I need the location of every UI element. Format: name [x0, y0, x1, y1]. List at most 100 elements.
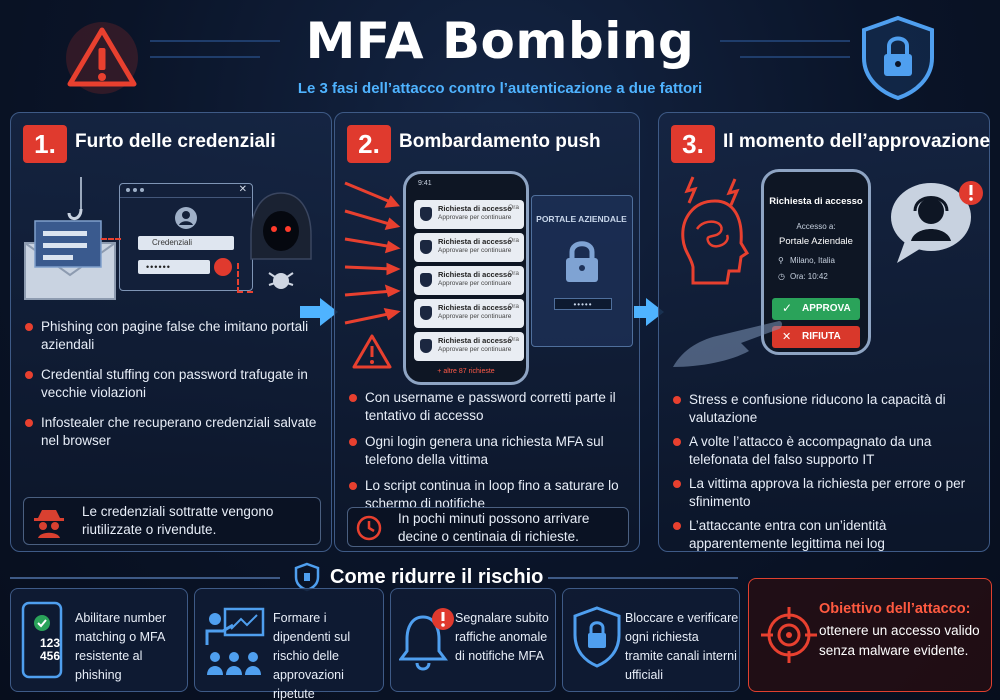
- username-field: Credenziali: [138, 236, 234, 250]
- support-agent-icon: [891, 181, 983, 263]
- phase-number: 2.: [347, 125, 391, 163]
- list-item: La vittima approva la richiesta per erro…: [671, 475, 983, 511]
- circuit-line: [150, 40, 280, 42]
- pointing-hand-icon: [673, 321, 782, 367]
- check-icon: ✓: [782, 301, 793, 315]
- tip-card-number-matching: 123 456 Abilitare number matching o MFA …: [10, 588, 188, 692]
- list-item: Infostealer che recuperano credenziali s…: [23, 414, 323, 450]
- phase-title: Furto delle credenziali: [75, 131, 276, 152]
- shield-icon: [420, 306, 432, 320]
- phone-clock: 9:41: [418, 180, 432, 187]
- phase-number: 1.: [23, 125, 67, 163]
- phone-notifications: 9:41 Richiesta di accesso Approvare per …: [403, 171, 529, 385]
- request-title: Richiesta di accesso: [769, 196, 863, 207]
- bullet-list: Stress e confusione riducono la capacità…: [671, 391, 983, 559]
- warning-icon: [352, 334, 392, 369]
- shield-icon: [420, 339, 432, 353]
- circuit-line: [720, 40, 850, 42]
- mfa-notification: Richiesta di accesso Approvare per conti…: [414, 266, 524, 295]
- user-avatar-icon: [175, 207, 197, 229]
- portal-password-field: •••••: [554, 298, 612, 310]
- fake-login-window: ✕ Credenziali ••••••: [119, 183, 253, 291]
- list-item: Credential stuffing con password trafuga…: [23, 366, 323, 402]
- tip-card-training: Formare i dipendenti sul rischio delle a…: [194, 588, 384, 700]
- dashed-connector: [237, 263, 253, 293]
- location-pin-icon: ⚲: [778, 256, 784, 265]
- list-item: Stress e confusione riducono la capacità…: [671, 391, 983, 427]
- section-title: Come ridurre il rischio: [330, 566, 544, 588]
- training-icon: [205, 607, 265, 675]
- phishing-envelope-icon: [24, 177, 116, 300]
- list-item: Phishing con pagine false che imitano po…: [23, 318, 323, 354]
- stressed-head-icon: [681, 176, 750, 285]
- shield-lock-icon: [862, 15, 934, 101]
- phase-panel-1: 1. Furto delle credenziali ✕ Credenziali…: [10, 112, 332, 552]
- section-divider: [548, 577, 738, 579]
- lock-icon: [566, 241, 598, 282]
- corporate-portal-window: PORTALE AZIENDALE •••••: [531, 195, 633, 347]
- phase-number: 3.: [671, 125, 715, 163]
- list-item: Con username e password corretti parte i…: [347, 389, 633, 425]
- password-field: ••••••: [138, 260, 210, 274]
- location-text: Milano, Italia: [790, 256, 835, 265]
- phase-title: Bombardamento push: [399, 131, 601, 152]
- shield-lock-icon: [573, 606, 621, 668]
- phase-panel-3: 3. Il momento dell’approvazione Richiest…: [658, 112, 990, 552]
- mfa-notification: Richiesta di accesso Approvare per conti…: [414, 233, 524, 262]
- incoming-arrows-icon: [344, 181, 401, 325]
- flow-arrow: [634, 306, 648, 318]
- access-label: Accesso a:: [796, 222, 836, 231]
- tip-text: Bloccare e verificare ogni richiesta tra…: [625, 611, 739, 682]
- spy-icon: [34, 510, 64, 538]
- phase-title: Il momento dell’approvazione: [723, 131, 991, 152]
- x-icon: ✕: [782, 331, 792, 343]
- list-item: L’attaccante entra con un’identità appar…: [671, 517, 983, 553]
- goal-text: ottenere un accesso valido senza malware…: [819, 623, 980, 658]
- tip-text: Abilitare number matching o MFA resisten…: [75, 611, 167, 682]
- bell-alert-icon: [399, 608, 454, 671]
- goal-title: Obiettivo dell’attacco:: [819, 601, 971, 617]
- crosshair-icon: [761, 607, 817, 663]
- hacker-icon: [250, 192, 312, 289]
- dashed-connector: [101, 238, 121, 240]
- tip-card-report: Segnalare subito raffiche anomale di not…: [390, 588, 556, 692]
- portal-title: PORTALE AZIENDALE: [536, 214, 627, 224]
- shield-icon: [420, 207, 432, 221]
- list-item: A volte l’attacco è accompagnato da una …: [671, 433, 983, 469]
- mfa-notification: Richiesta di accesso Approvare per conti…: [414, 299, 524, 328]
- bullet-list: Phishing con pagine false che imitano po…: [23, 318, 323, 462]
- portal-name: Portale Aziendale: [779, 236, 853, 247]
- shield-icon: [420, 240, 432, 254]
- phase-panel-2: 2. Bombardamento push PORTALE AZIENDALE …: [334, 112, 640, 552]
- page-title: MFA Bombing: [305, 12, 695, 70]
- clock-icon: [356, 515, 382, 541]
- mfa-notification: Richiesta di accesso Approvare per conti…: [414, 332, 524, 361]
- phone-code-icon: [21, 601, 63, 679]
- circuit-line: [740, 56, 850, 58]
- tip-text: Segnalare subito raffiche anomale di not…: [455, 611, 549, 663]
- list-item: Ogni login genera una richiesta MFA sul …: [347, 433, 633, 469]
- flow-arrow: [300, 306, 322, 318]
- tip-text: Formare i dipendenti sul rischio delle a…: [273, 611, 351, 700]
- more-requests-label: + altre 87 richieste: [437, 368, 495, 375]
- shield-icon: [420, 273, 432, 287]
- lock-icon: [214, 258, 232, 276]
- note-text: In pochi minuti possono arrivare decine …: [398, 511, 590, 544]
- tip-card-verify: Bloccare e verificare ogni richiesta tra…: [562, 588, 740, 692]
- flow-arrow: [320, 298, 338, 326]
- close-icon: ✕: [238, 184, 247, 195]
- time-text: Ora: 10:42: [790, 272, 828, 281]
- bullet-list: Con username e password corretti parte i…: [347, 389, 633, 521]
- approve-button[interactable]: ✓ APPROVA: [772, 298, 860, 320]
- section-divider: [10, 577, 280, 579]
- info-note: Le credenziali sottratte vengono riutili…: [23, 497, 321, 545]
- page-subtitle: Le 3 fasi dell’attacco contro l’autentic…: [297, 80, 703, 97]
- code-digits: 123 456: [39, 636, 61, 663]
- info-note: In pochi minuti possono arrivare decine …: [347, 507, 629, 547]
- circuit-line: [150, 56, 260, 58]
- clock-icon: ◷: [778, 272, 785, 281]
- note-text: Le credenziali sottratte vengono riutili…: [82, 504, 274, 537]
- reject-button[interactable]: ✕ RIFIUTA: [772, 326, 860, 348]
- attack-goal-box: Obiettivo dell’attacco: ottenere un acce…: [748, 578, 992, 692]
- warning-icon: [66, 22, 138, 94]
